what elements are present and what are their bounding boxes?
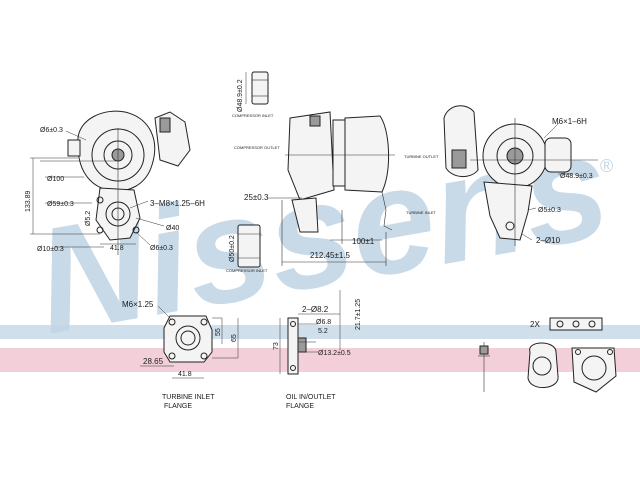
brand-registered: ® [600, 156, 613, 176]
dim-d48-right: Ø48.9±0.3 [560, 173, 593, 180]
dim-thread-m8: 3–M8×1.25–6H [150, 199, 205, 208]
rear-view [443, 105, 598, 246]
caption-turbine-line2: FLANGE [164, 403, 192, 410]
dim-d82: 2–Ø8.2 [302, 305, 329, 314]
caption-oil-line1: OIL IN/OUTLET [286, 394, 336, 401]
dim-height-52: 5.2 [318, 328, 328, 335]
note-turbine-outlet: TURBINE OUTLET [404, 154, 439, 159]
dim-thread-m6-right: M6×1–6H [552, 117, 587, 126]
caption-turbine-line1: TURBINE INLET [162, 394, 215, 401]
dim-height-55: 55 [215, 328, 222, 336]
dim-d10-right: 2–Ø10 [536, 236, 561, 245]
caption-oil-line2: FLANGE [286, 403, 314, 410]
dim-d59: Ø59±0.3 [47, 201, 74, 208]
dim-len-212: 212.45±1.5 [310, 251, 351, 260]
dim-d48-top: Ø48.9±0.2 [237, 79, 244, 112]
turbine-inlet-flange [140, 305, 239, 379]
dim-d40: Ø40 [166, 225, 179, 232]
inlet-tube-top [245, 71, 269, 105]
dim-thread-m6-flange: M6×1.25 [122, 300, 154, 309]
dim-width-28: 28.65 [143, 357, 164, 366]
side-view [268, 111, 395, 266]
dim-d6-bottom: Ø6±0.3 [150, 245, 173, 252]
dim-height-133: 133.89 [25, 190, 32, 212]
dim-width-41: 41.8 [110, 245, 124, 252]
label-qty: 2X [530, 320, 540, 329]
dim-d100: Ø100 [47, 176, 64, 183]
dim-d52: Ø5.2 [85, 211, 92, 226]
dim-width-41-flange: 41.8 [178, 371, 192, 378]
note-turbine-inlet: TURBINE INLET [406, 210, 437, 215]
note-compressor-inlet-bottom: COMPRESSOR INLET [226, 268, 268, 273]
dim-len-100: 100±1 [352, 237, 375, 246]
dim-len-25: 25±0.3 [244, 193, 269, 202]
dim-d50: Ø50±0.2 [229, 235, 236, 262]
inlet-tube-bottom [237, 224, 261, 268]
dim-d6-top: Ø6±0.3 [40, 127, 63, 134]
dim-d68: Ø6.8 [316, 319, 331, 326]
note-compressor-outlet: COMPRESSOR OUTLET [234, 145, 280, 150]
dim-d5-right: Ø5±0.3 [538, 207, 561, 214]
dim-height-217: 21.7±1.25 [355, 299, 362, 330]
front-view [30, 110, 191, 255]
dim-height-65: 65 [231, 334, 238, 342]
dim-d13: Ø13.2±0.5 [318, 350, 351, 357]
gasket-set [478, 317, 617, 393]
oil-flange [279, 290, 341, 375]
dim-d10: Ø10±0.3 [37, 246, 64, 253]
blue-band [0, 325, 640, 339]
note-compressor-inlet-top: COMPRESSOR INLET [232, 113, 274, 118]
dim-height-73: 73 [273, 342, 280, 350]
